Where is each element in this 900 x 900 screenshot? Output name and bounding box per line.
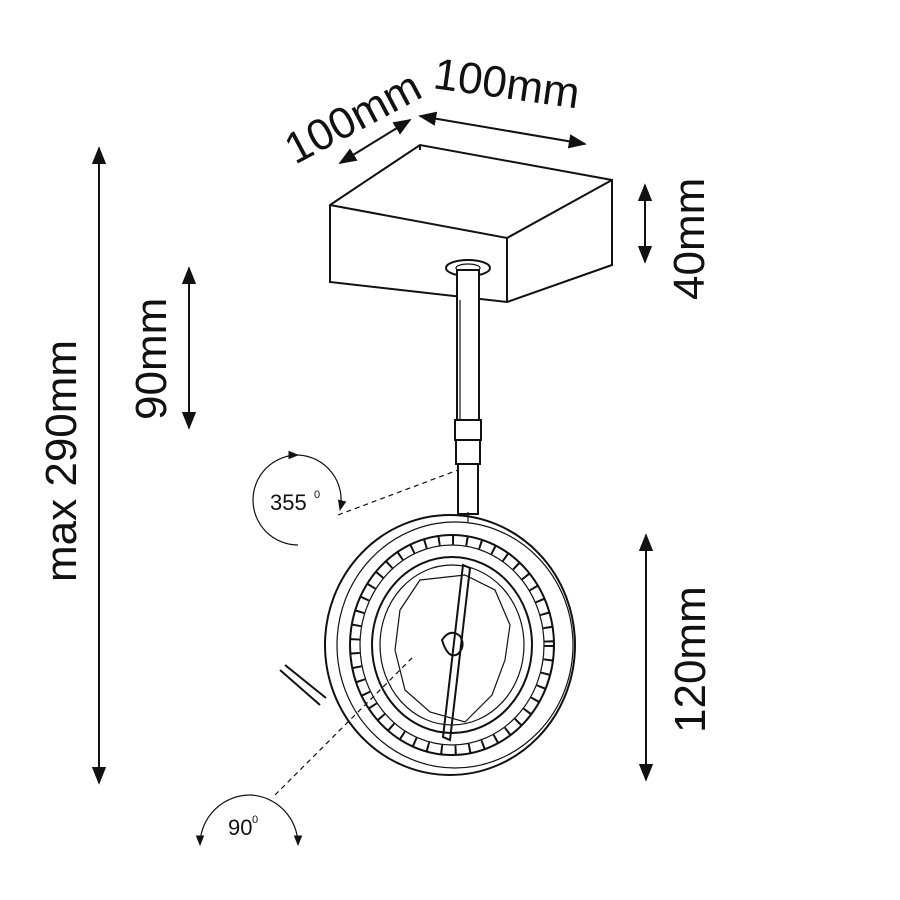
rotation-degree-mark: 0 xyxy=(314,489,320,501)
label-tilt-angle: 90 xyxy=(228,815,252,840)
tilt-indicator: 90 0 xyxy=(195,654,416,847)
label-head-diameter: 120mm xyxy=(666,586,715,733)
reflector-shape xyxy=(394,574,511,723)
dim-line-width-1 xyxy=(338,119,412,164)
label-base-height: 40mm xyxy=(665,178,714,300)
bulb-holder xyxy=(440,631,464,657)
label-rotation-angle: 355 xyxy=(270,490,307,515)
label-total-height: max 290mm xyxy=(37,340,86,582)
dim-line-width-2 xyxy=(418,111,587,149)
heatsink-ring xyxy=(350,535,554,755)
label-stem-length: 90mm xyxy=(127,298,176,420)
swivel-yoke xyxy=(441,563,472,742)
lamp-stem xyxy=(445,259,491,515)
lamp-head xyxy=(279,512,576,776)
label-width-2: 100mm xyxy=(431,49,583,118)
rotation-indicator: 355 0 xyxy=(252,450,459,546)
tilt-degree-mark: 0 xyxy=(252,814,258,826)
